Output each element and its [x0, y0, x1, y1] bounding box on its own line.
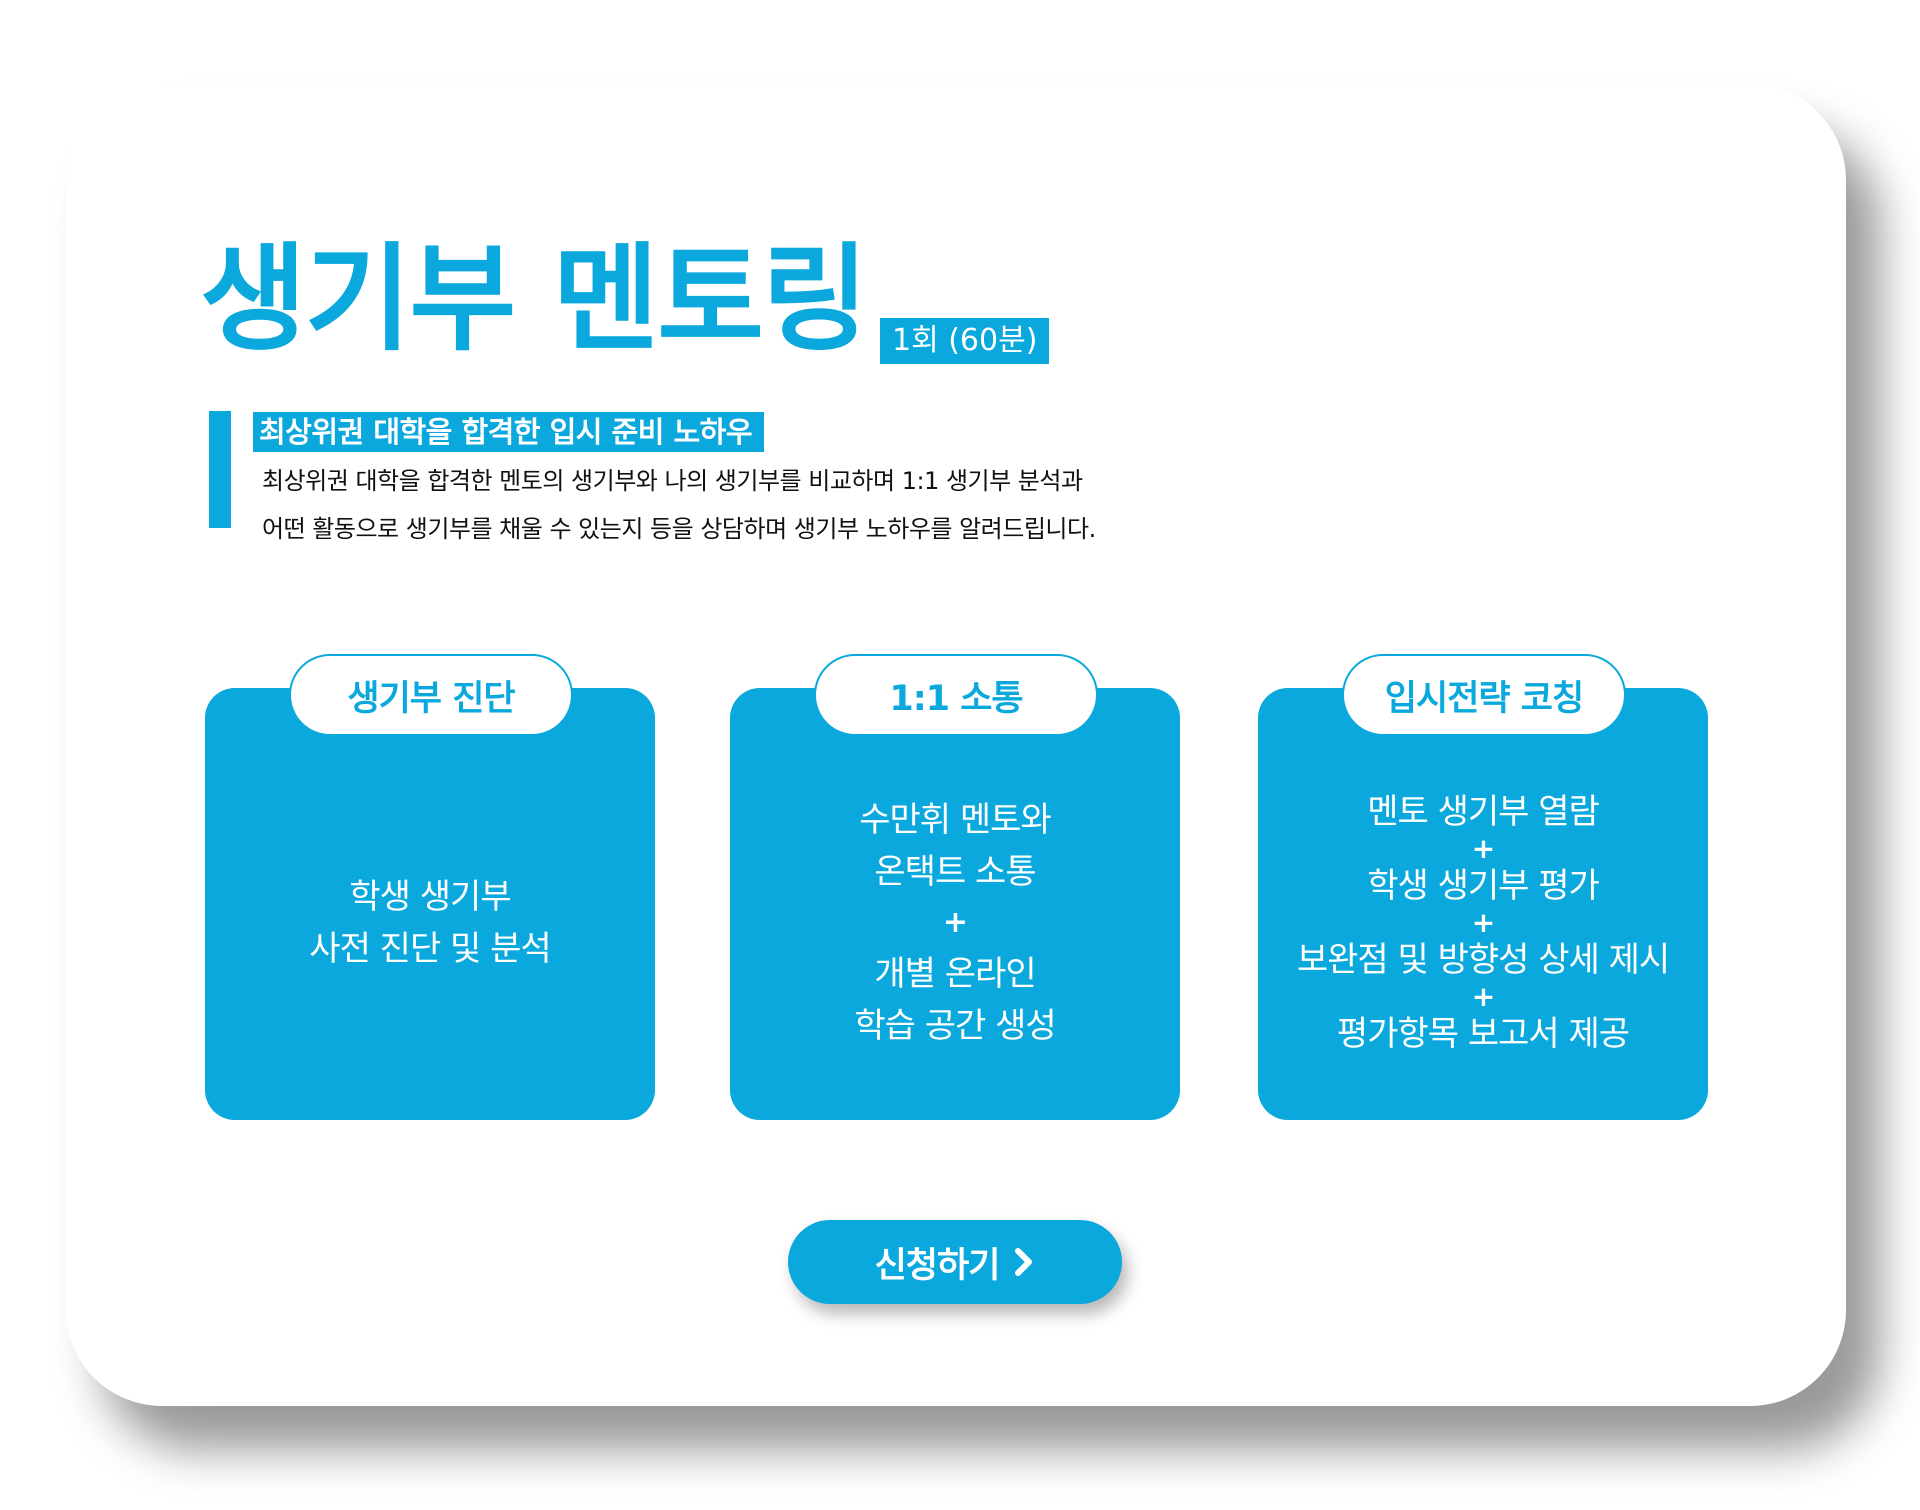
- intro-description-line-2: 어떤 활동으로 생기부를 채울 수 있는지 등을 상담하며 생기부 노하우를 알…: [262, 515, 1096, 543]
- feature-line: 멘토 생기부 열람: [1367, 792, 1600, 832]
- feature-card-strategy-coaching: 입시전략 코칭 멘토 생기부 열람 + 학생 생기부 평가 + 보완점 및 방향…: [1258, 654, 1708, 1120]
- feature-line: 사전 진단 및 분석: [309, 929, 551, 969]
- page-title: 생기부 멘토링: [200, 232, 869, 367]
- feature-card-diagnosis: 생기부 진단 학생 생기부 사전 진단 및 분석: [205, 654, 655, 1120]
- feature-line: 평가항목 보고서 제공: [1336, 1014, 1630, 1054]
- feature-label: 입시전략 코칭: [1342, 654, 1626, 736]
- feature-label: 생기부 진단: [289, 654, 573, 736]
- chevron-right-icon: [1015, 1248, 1033, 1276]
- apply-button[interactable]: 신청하기: [788, 1220, 1122, 1304]
- accent-bar: [209, 411, 231, 528]
- feature-line: 학생 생기부 평가: [1367, 866, 1600, 906]
- intro-description-line-1: 최상위권 대학을 합격한 멘토의 생기부와 나의 생기부를 비교하며 1:1 생…: [262, 467, 1083, 495]
- feature-label: 1:1 소통: [814, 654, 1098, 736]
- feature-body: 멘토 생기부 열람 + 학생 생기부 평가 + 보완점 및 방향성 상세 제시 …: [1258, 736, 1708, 1120]
- intro-subheading: 최상위권 대학을 합격한 입시 준비 노하우: [253, 412, 765, 452]
- plus-sign: +: [942, 905, 968, 940]
- feature-line: 개별 온라인: [874, 954, 1036, 994]
- feature-line: 학생 생기부: [349, 877, 511, 917]
- feature-body: 수만휘 멘토와 온택트 소통 + 개별 온라인 학습 공간 생성: [730, 736, 1180, 1120]
- apply-button-label: 신청하기: [874, 1245, 1001, 1286]
- feature-body: 학생 생기부 사전 진단 및 분석: [205, 736, 655, 1120]
- plus-sign: +: [1471, 906, 1495, 939]
- feature-line: 보완점 및 방향성 상세 제시: [1296, 940, 1670, 980]
- feature-line: 수만휘 멘토와: [859, 800, 1051, 840]
- feature-card-communication: 1:1 소통 수만휘 멘토와 온택트 소통 + 개별 온라인 학습 공간 생성: [730, 654, 1180, 1120]
- plus-sign: +: [1471, 980, 1495, 1013]
- feature-line: 학습 공간 생성: [854, 1006, 1056, 1046]
- feature-line: 온택트 소통: [874, 852, 1036, 892]
- plus-sign: +: [1471, 832, 1495, 865]
- session-badge: 1회 (60분): [880, 318, 1050, 364]
